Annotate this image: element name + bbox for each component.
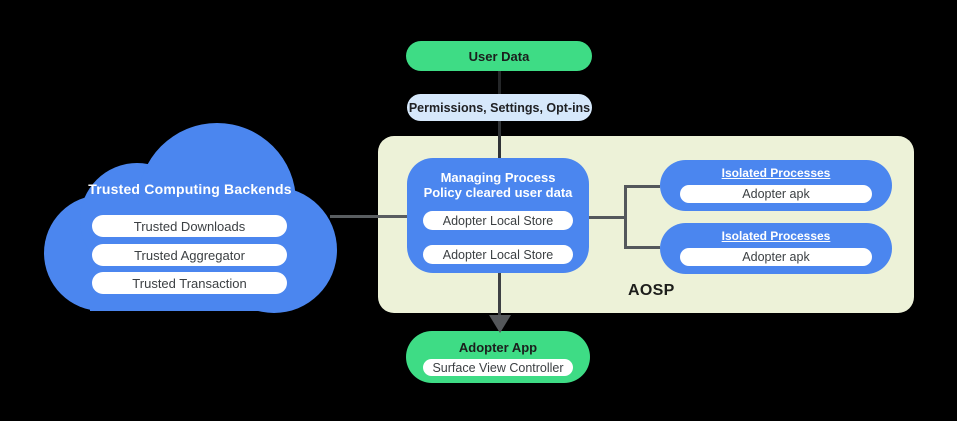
permissions-settings-optins-node: Permissions, Settings, Opt-ins: [407, 94, 592, 121]
isolated-process-box-2: Isolated Processes Adopter apk: [660, 223, 892, 274]
cloud-title: Trusted Computing Backends: [88, 181, 292, 197]
cloud-item-trusted-transaction: Trusted Transaction: [92, 272, 287, 294]
surface-view-controller: Surface View Controller: [423, 359, 573, 376]
adopter-local-store-2: Adopter Local Store: [423, 245, 573, 264]
managing-process-title-line1: Managing Process: [440, 170, 556, 185]
connector-branch-to-isolated-2: [626, 246, 660, 249]
managing-process-title-line2: Policy cleared user data: [423, 185, 573, 200]
connector-cloud-to-managing: [330, 215, 407, 218]
cloud-item-trusted-downloads: Trusted Downloads: [92, 215, 287, 237]
cloud-item-trusted-aggregator: Trusted Aggregator: [92, 244, 287, 266]
arrow-down-icon: [489, 315, 511, 333]
aosp-label: AOSP: [628, 282, 675, 299]
connector-branch-to-isolated-1: [626, 185, 660, 188]
managing-process-box: Managing Process Policy cleared user dat…: [407, 158, 589, 273]
connector-managing-to-adopter: [498, 273, 501, 317]
adopter-apk-2: Adopter apk: [680, 248, 872, 266]
adopter-app-title: Adopter App: [458, 340, 538, 355]
isolated-process-title-2: Isolated Processes: [721, 229, 831, 243]
connector-managing-to-branch: [589, 216, 626, 219]
adopter-apk-1: Adopter apk: [680, 185, 872, 203]
connector-userdata-to-permissions: [498, 71, 501, 94]
managing-process-title: Managing Process Policy cleared user dat…: [407, 170, 589, 200]
isolated-process-title-1: Isolated Processes: [721, 166, 831, 180]
connector-permissions-to-managing: [498, 121, 501, 158]
adopter-local-store-1: Adopter Local Store: [423, 211, 573, 230]
user-data-node: User Data: [406, 41, 592, 71]
isolated-process-box-1: Isolated Processes Adopter apk: [660, 160, 892, 211]
adopter-app-box: Adopter App Surface View Controller: [406, 331, 590, 383]
connector-branch-vertical: [624, 185, 627, 249]
